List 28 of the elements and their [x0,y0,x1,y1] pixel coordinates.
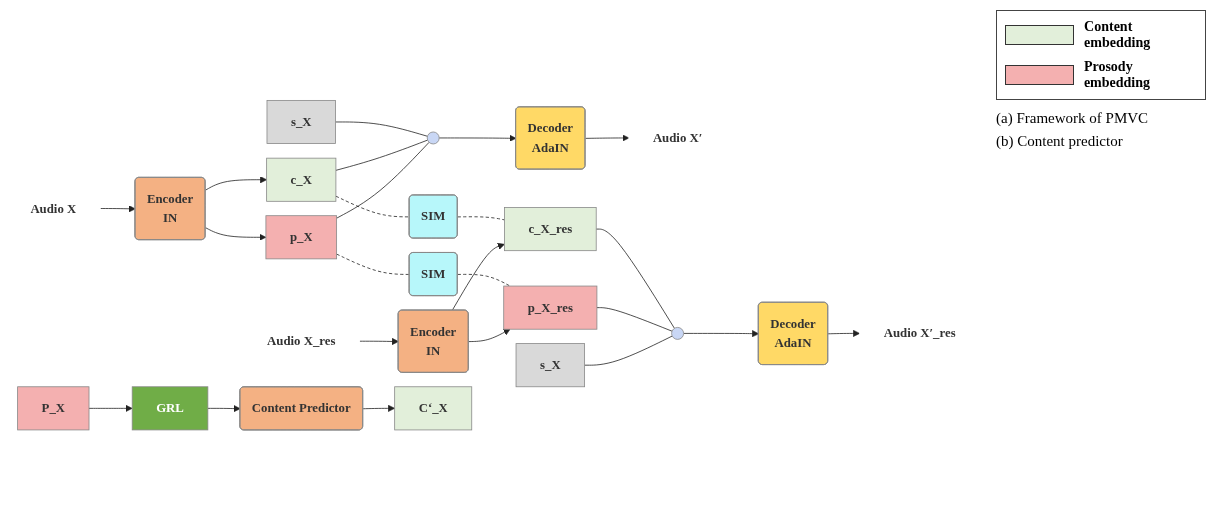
connector [336,142,430,219]
connector [584,336,673,366]
connector [595,229,675,330]
connector [457,216,505,221]
node-circle [426,131,440,145]
node-box: C‘_X [394,386,473,431]
node-text: Audio X [30,201,77,216]
connector [336,254,410,276]
node-box: GRL [131,386,209,431]
connector [335,140,428,172]
node-box: s_X [515,343,585,388]
connector [596,307,673,332]
node-box: p_X_res [503,286,598,330]
node-text: Audio X′ [652,131,703,145]
legend-label: Prosody embedding [1083,59,1151,91]
node-box: c_X_res [504,207,597,252]
node-circle [671,327,684,341]
node-box: p_X [265,215,337,260]
caption-text: (a) Framework of PMVC [996,110,1150,127]
node-text: Audio X_res [267,334,336,348]
node-box: c_X [266,158,337,203]
caption-text: (b) Content predictor [996,133,1124,150]
node-box: s_X [266,100,336,145]
connector [335,121,428,137]
legend-label: Content embedding [1084,19,1152,51]
connector [457,274,511,287]
node-box: P_X [17,386,90,431]
node-text: Audio X′_res [883,326,956,341]
